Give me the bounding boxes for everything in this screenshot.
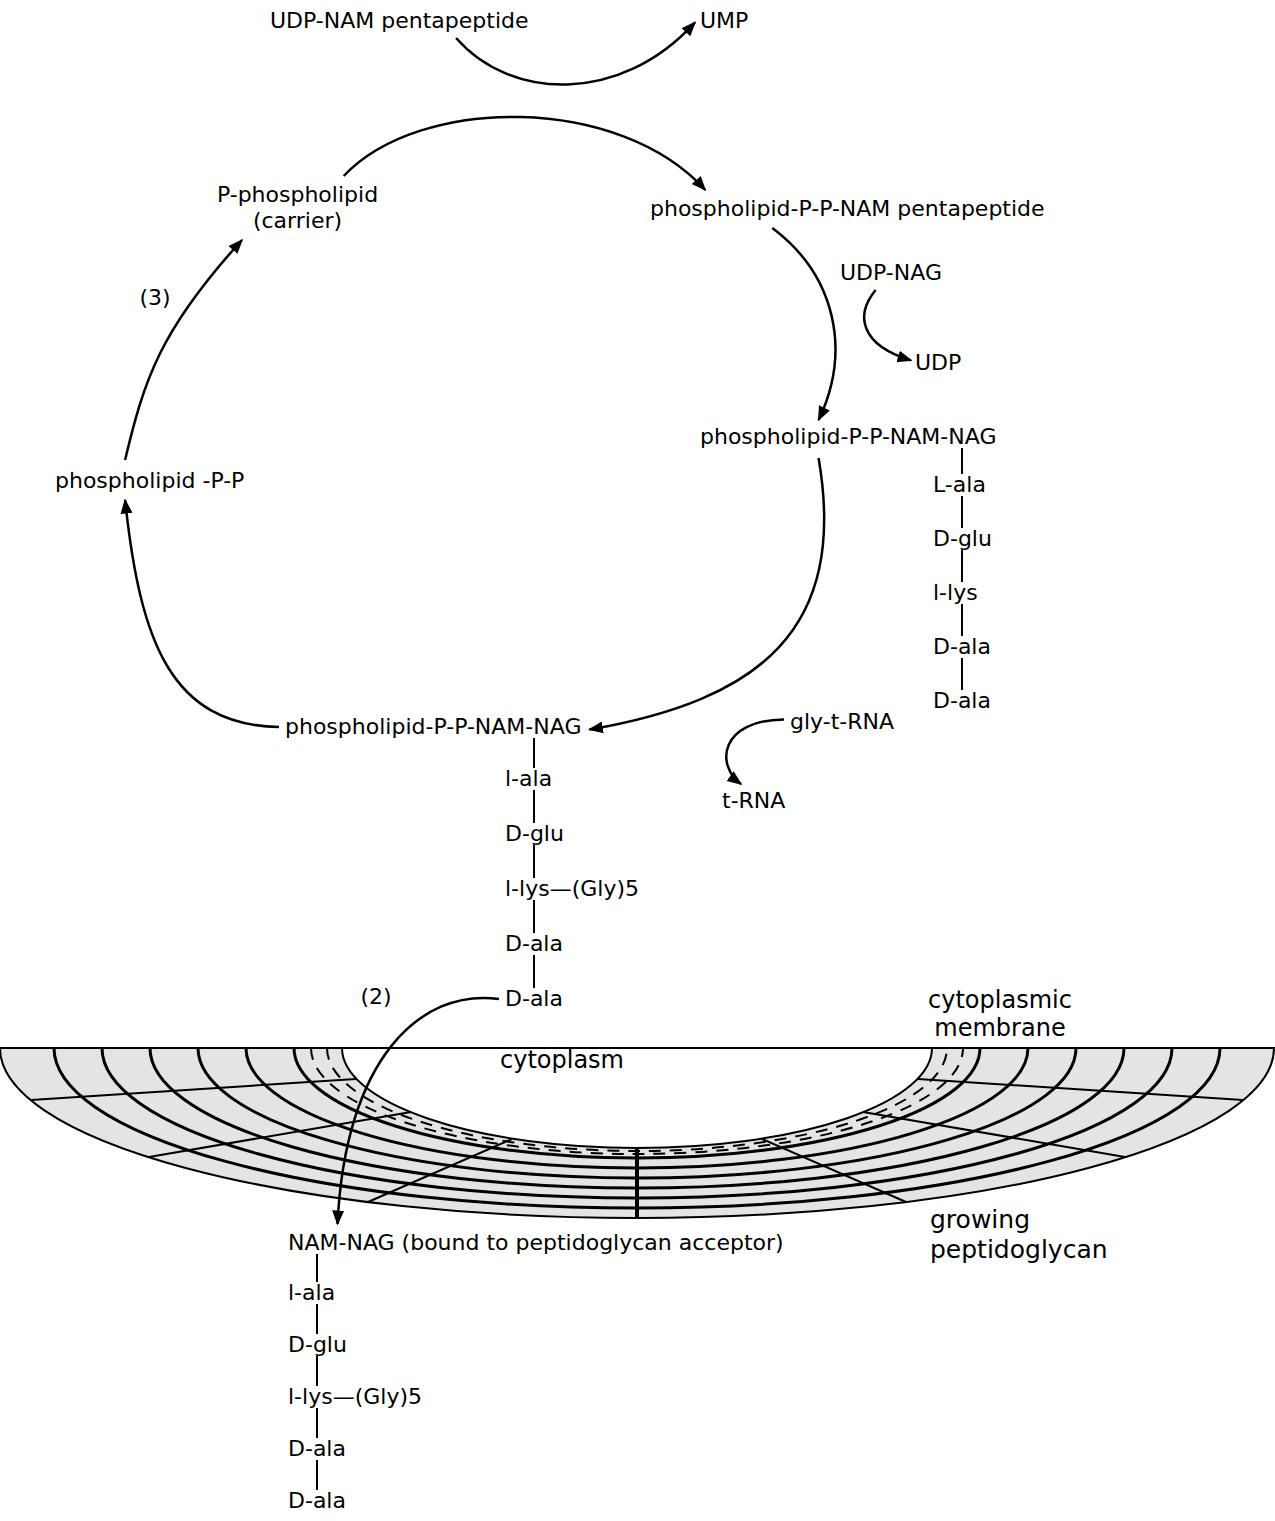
reaction-arrow (125, 500, 279, 727)
compound-name: UMP (700, 8, 748, 34)
band-fill (0, 1048, 1274, 1218)
compound-name: phospholipid-P-P-NAM pentapeptide (650, 196, 1045, 222)
amino-acid: D-ala (288, 1436, 346, 1462)
amino-acid: D-glu (505, 821, 564, 847)
bond-line (316, 1356, 318, 1386)
cross-link (635, 1148, 639, 1218)
compound-structure: NAM-NAG (bound to peptidoglycan acceptor… (288, 1230, 786, 1514)
bond-line (316, 1304, 318, 1334)
reaction-arrow (589, 458, 824, 730)
amino-acid: D-ala (505, 931, 563, 957)
bond-line (961, 550, 963, 582)
bond-line (961, 496, 963, 528)
cross-link (368, 1139, 512, 1202)
step-number: (3) (138, 285, 173, 311)
compound-name: phospholipid -P-P (55, 468, 244, 494)
compound-name: NAM-NAG (bound to peptidoglycan acceptor… (288, 1230, 784, 1256)
region-label: growing peptidoglycan (930, 1205, 1140, 1265)
compound-name: gly-t-RNA (790, 709, 894, 735)
bond-line (316, 1254, 318, 1282)
cross-link (149, 1112, 411, 1157)
step-number: (2) (359, 984, 394, 1010)
reaction-arrow (344, 117, 705, 190)
amino-acid: D-ala (933, 688, 991, 714)
amino-acid: l-lys (933, 580, 978, 606)
peptidoglycan-band (0, 1048, 1274, 1218)
reaction-arrow (125, 240, 242, 460)
cross-link (762, 1139, 906, 1202)
compound-label: UMP (700, 8, 750, 34)
compound-structure: phospholipid-P-P-NAM-NAG L-alaD-glu l-lysD… (700, 424, 998, 714)
amino-acid: l-lys—(Gly)5 (505, 876, 639, 902)
compound-name: phospholipid-P-P-NAM-NAG (700, 424, 996, 450)
reaction-arrow (726, 719, 784, 784)
compound-label: UDP-NAM pentapeptide (270, 8, 531, 34)
bond-line (961, 448, 963, 474)
reaction-arrow (772, 228, 835, 420)
amino-acid: l-lys—(Gly)5 (288, 1384, 422, 1410)
bond-line (961, 604, 963, 636)
region-label: cytoplasm (500, 1046, 624, 1074)
membrane-dashes (311, 1048, 963, 1154)
compound-label: UDP (915, 350, 963, 376)
amino-acid: D-glu (288, 1332, 347, 1358)
reaction-arrow (338, 998, 499, 1224)
reaction-arrow (864, 290, 911, 360)
amino-acid: D-ala (288, 1488, 346, 1514)
bond-line (533, 900, 535, 933)
compound-label: UDP-NAG (840, 260, 944, 286)
compound-structure: phospholipid-P-P-NAM-NAG l-alaD-glu l-lys—… (285, 714, 641, 1012)
compound-name: t-RNA (722, 788, 785, 814)
amino-acid: D-glu (933, 526, 992, 552)
bond-line (533, 790, 535, 823)
cytoplasm-area (342, 1048, 932, 1148)
amino-acid: l-ala (288, 1280, 335, 1306)
compound-label: P-phospholipid (carrier) (205, 182, 392, 234)
bond-line (533, 955, 535, 988)
bond-line (316, 1460, 318, 1490)
amino-acid: D-ala (505, 986, 563, 1012)
amino-acid: l-ala (505, 766, 552, 792)
cross-link (863, 1112, 1125, 1157)
bond-line (533, 738, 535, 768)
compound-name: P-phospholipid (carrier) (205, 182, 390, 234)
compound-label: gly-t-RNA (790, 709, 896, 735)
cross-link (31, 1079, 356, 1100)
compound-label: phospholipid -P-P (55, 468, 246, 494)
compound-name: UDP-NAM pentapeptide (270, 8, 529, 34)
region-label: cytoplasmic membrane (900, 986, 1100, 1042)
amino-acid: D-ala (933, 634, 991, 660)
membrane-dashes (327, 1048, 947, 1151)
compound-name: UDP (915, 350, 961, 376)
compound-name: UDP-NAG (840, 260, 942, 286)
bond-line (961, 658, 963, 690)
compound-name: phospholipid-P-P-NAM-NAG (285, 714, 581, 740)
bond-line (316, 1408, 318, 1438)
compound-label: t-RNA (722, 788, 787, 814)
bond-line (533, 845, 535, 878)
compound-label: phospholipid-P-P-NAM pentapeptide (650, 196, 1047, 222)
cross-link (918, 1079, 1243, 1100)
amino-acid: L-ala (933, 472, 986, 498)
